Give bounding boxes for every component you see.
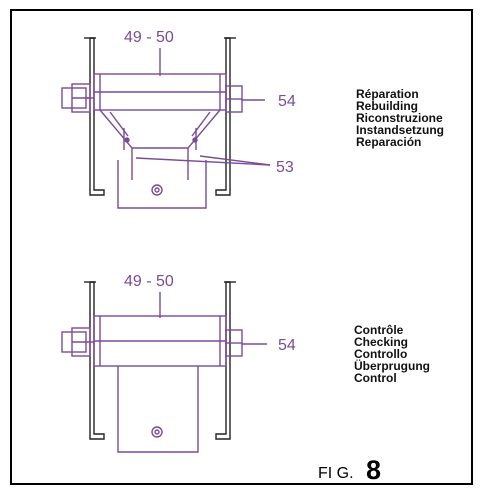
- top-leader-53-b: [199, 155, 271, 166]
- bottom-language-list: Contrôle Checking Controllo Überprugung …: [354, 323, 430, 385]
- bottom-lang-4: Überprugung: [354, 358, 430, 373]
- top-callout-width: 49 - 50: [124, 29, 174, 46]
- top-right-rail: [215, 37, 236, 196]
- top-language-list: Réparation Rebuilding Riconstruzione Ins…: [356, 87, 444, 149]
- bottom-callout-width: 49 - 50: [124, 273, 174, 290]
- bottom-lang-3: Controllo: [354, 347, 407, 361]
- top-lang-4: Instandsetzung: [356, 123, 444, 137]
- bottom-callout-bolt: 54: [278, 337, 296, 354]
- top-leader-53-a: [135, 157, 271, 166]
- bottom-hanging-plate: [117, 366, 199, 453]
- bottom-lang-2: Checking: [354, 335, 408, 349]
- bottom-lang-5: Control: [354, 371, 397, 385]
- top-lang-2: Rebuilding: [356, 99, 418, 113]
- top-assembly: [61, 37, 271, 209]
- top-v-bracket: [99, 109, 221, 180]
- top-callout-bolt: 54: [278, 93, 296, 110]
- figure-prefix: FI G.: [318, 465, 354, 482]
- bottom-assembly: [61, 281, 267, 453]
- figure-frame: [10, 9, 473, 485]
- top-bolt-left: [61, 83, 94, 113]
- bottom-bolt-right: [225, 329, 267, 357]
- top-left-rail: [84, 37, 105, 196]
- bottom-bolt-left: [61, 327, 94, 357]
- top-lang-5: Reparación: [356, 135, 421, 149]
- bottom-lang-1: Contrôle: [354, 323, 404, 337]
- figure-number: 8: [366, 455, 381, 485]
- bottom-right-rail: [215, 281, 236, 440]
- top-bolt-right: [225, 85, 265, 113]
- top-callout-bracket: 53: [276, 159, 294, 176]
- top-lang-1: Réparation: [356, 87, 419, 101]
- top-lang-3: Riconstruzione: [356, 111, 443, 125]
- bottom-left-rail: [84, 281, 105, 440]
- top-hanging-plate: [117, 160, 207, 209]
